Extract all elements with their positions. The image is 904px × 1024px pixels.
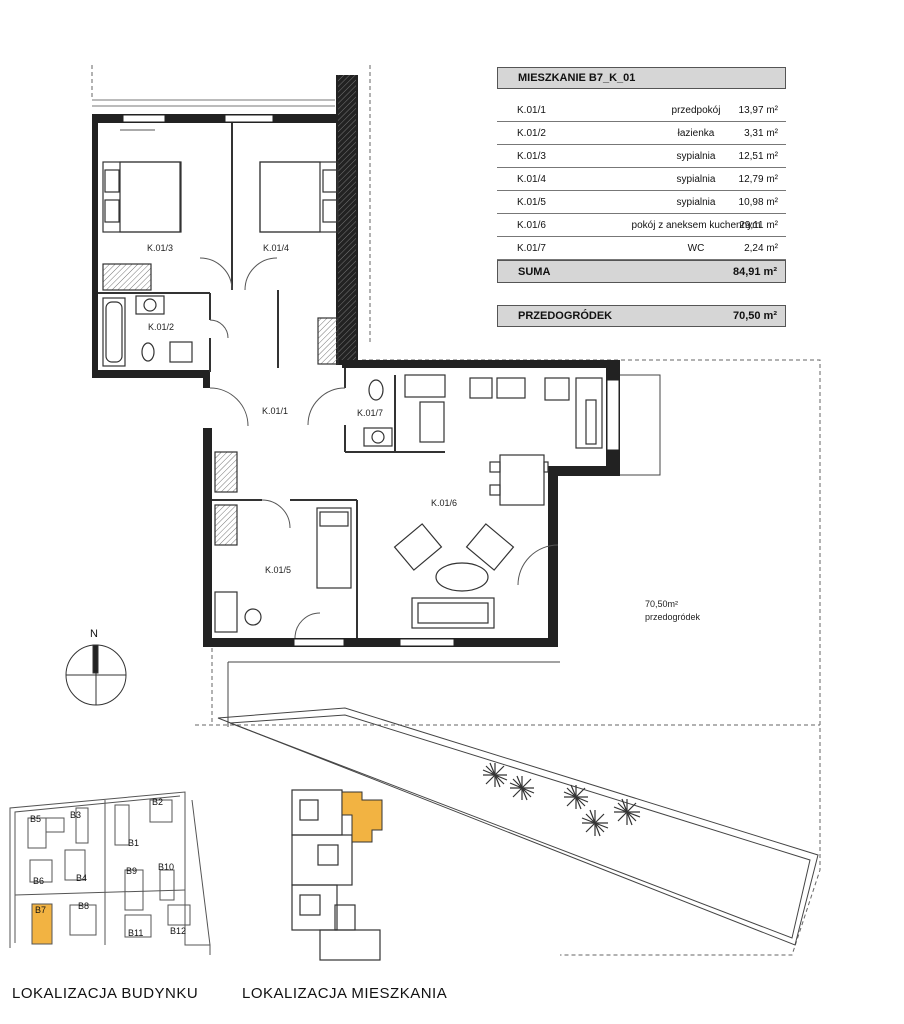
room-label-k7: K.01/7 [357,408,384,418]
room-code: K.01/4 [517,174,546,185]
table-title: MIESZKANIE B7_K_01 [497,67,786,89]
room-label-k6: K.01/6 [431,498,458,508]
room-label-k2: K.01/2 [148,322,175,332]
garden-name-label: przedogródek [645,612,701,622]
garden-value: 70,50 m² [732,310,777,322]
windows [122,114,620,647]
furniture [102,161,603,633]
site-map [9,791,211,955]
building-label: B7 [35,905,47,915]
building-label: B10 [158,862,175,872]
table-row: K.01/7 WC 2,24 m² [497,237,786,260]
room-code: K.01/6 [517,220,546,231]
building-label: B4 [76,873,88,883]
door-swings [120,129,559,639]
room-label-k3: K.01/3 [147,243,174,253]
room-area: 12,79 m² [738,174,778,185]
apartment-map [291,789,381,961]
sum-value: 84,91 m² [732,266,777,278]
building-label: B8 [78,901,90,911]
room-name: WC [687,243,705,254]
caption-building-location: LOKALIZACJA BUDYNKU [12,985,199,1002]
balcony-rail [92,99,335,107]
building-label: B3 [70,810,82,820]
compass-icon [65,644,127,706]
room-name: pokój z aneksem kuchennym [631,220,761,231]
table-row: K.01/6 pokój z aneksem kuchennym 29,11 m… [497,214,786,237]
building-label: B6 [33,876,45,886]
room-area: 10,98 m² [738,197,778,208]
room-area: 3,31 m² [744,128,778,139]
room-code: K.01/2 [517,128,546,139]
apartment-highlight [341,791,383,843]
shrubs [482,762,641,837]
room-name: przedpokój [671,105,721,116]
garden-outline [91,65,821,956]
building-label: B5 [30,814,42,824]
interior-walls [98,123,445,638]
table-row: K.01/4 sypialnia 12,79 m² [497,168,786,191]
table-row: K.01/5 sypialnia 10,98 m² [497,191,786,214]
north-label: N [90,628,98,640]
building-label: B2 [152,797,164,807]
building-label: B1 [128,838,140,848]
room-name: sypialnia [676,197,716,208]
room-label-k1: K.01/1 [262,406,289,416]
table-sum-row: SUMA 84,91 m² [497,260,786,283]
room-area: 13,97 m² [738,105,778,116]
room-label-k4: K.01/4 [263,243,290,253]
room-name: sypialnia [676,174,716,185]
room-area: 2,24 m² [744,243,778,254]
room-area: 29,11 m² [739,220,778,231]
room-code: K.01/1 [517,105,546,116]
room-label-k5: K.01/5 [265,565,292,575]
room-name: sypialnia [676,151,716,162]
table-row: K.01/1 przedpokój 13,97 m² [497,99,786,122]
building-label: B12 [170,926,187,936]
garden-strip [217,374,819,946]
room-name: łazienka [677,128,715,139]
building-label: B9 [126,866,138,876]
room-code: K.01/7 [517,243,546,254]
room-area: 12,51 m² [738,151,778,162]
room-code: K.01/5 [517,197,546,208]
caption-apartment-location: LOKALIZACJA MIESZKANIA [242,985,448,1002]
table-row: K.01/3 sypialnia 12,51 m² [497,145,786,168]
building-label: B11 [128,928,144,938]
garden-area-label: 70,50m² [645,599,679,609]
garden-label: PRZEDOGRÓDEK [518,310,613,322]
room-code: K.01/3 [517,151,546,162]
table-row: K.01/2 łazienka 3,31 m² [497,122,786,145]
sum-label: SUMA [518,266,551,278]
building-b7-highlight [31,903,53,945]
garden-summary: PRZEDOGRÓDEK 70,50 m² [497,305,786,327]
